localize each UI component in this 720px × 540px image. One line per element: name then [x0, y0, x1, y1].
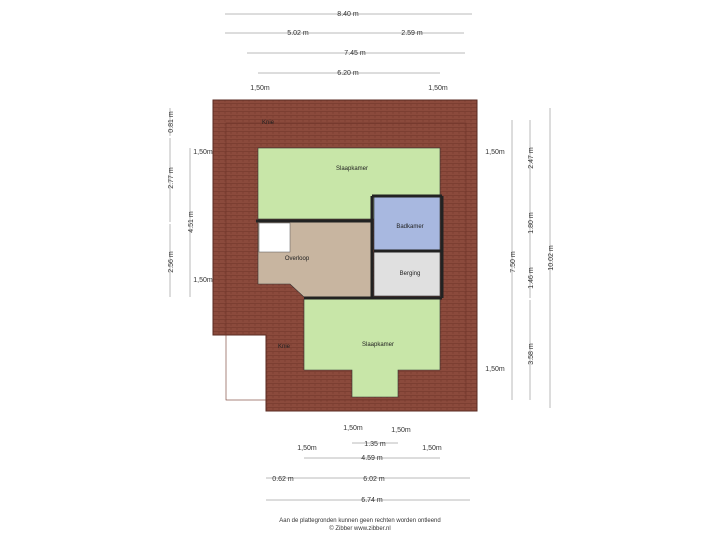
height-bottom-2: 1,50m: [391, 427, 411, 434]
dim-bottom-a: 1.35 m: [364, 441, 386, 448]
dim-bottom-c-right: 6.02 m: [363, 476, 385, 483]
roof-inner-band: [225, 122, 467, 401]
label-berging: Berging: [400, 271, 421, 277]
label-knie-bottom: Knie: [278, 344, 291, 350]
label-overloop: Overloop: [285, 256, 310, 262]
stairs: [258, 222, 291, 253]
dim-top-total: 8.40 m: [337, 11, 359, 18]
dim-right-1: 2.47 m: [528, 147, 535, 169]
dim-top-inner: 6.20 m: [337, 70, 359, 77]
dimension-lines-bottom: [266, 442, 470, 501]
room-berging: [373, 251, 441, 297]
dimension-lines-left: [169, 108, 191, 297]
dim-left-4: 2.56 m: [168, 251, 175, 273]
disclaimer-text: Aan de plattegronden kunnen geen rechten…: [279, 518, 441, 524]
dim-top-left: 5.02 m: [287, 30, 309, 37]
height-bottom-3: 1,50m: [297, 445, 317, 452]
dim-right-4: 1.46 m: [528, 267, 535, 289]
dim-right-6: 3.58 m: [528, 343, 535, 365]
dim-bottom-d: 6.74 m: [361, 497, 383, 504]
dim-right-3: 7.50 m: [510, 251, 517, 273]
height-left-1: 1,50m: [193, 149, 213, 156]
dim-bottom-b: 4.59 m: [361, 455, 383, 462]
height-top-left: 1,50m: [250, 85, 270, 92]
copyright-text: © Zibber www.zibber.nl: [329, 526, 391, 532]
dim-right-2: 1.80 m: [528, 212, 535, 234]
height-bottom-4: 1,50m: [422, 445, 442, 452]
room-badkamer: [373, 195, 441, 251]
label-knie-top: Knie: [262, 120, 275, 126]
room-slaapkamer-bottom: [303, 298, 441, 398]
height-bottom-1: 1,50m: [343, 425, 363, 432]
label-slaapkamer-top: Slaapkamer: [336, 166, 368, 172]
dim-top-right: 2.59 m: [401, 30, 423, 37]
label-slaapkamer-bottom: Slaapkamer: [362, 342, 394, 348]
height-right-1: 1,50m: [485, 149, 505, 156]
height-right-2: 1,50m: [485, 366, 505, 373]
dim-right-5: 10.02 m: [548, 245, 555, 270]
dim-top-mid: 7.45 m: [344, 50, 366, 57]
dim-left-3: 4.51 m: [188, 211, 195, 233]
dimension-lines-right: [511, 108, 551, 408]
dim-bottom-c-left: 0.62 m: [272, 476, 294, 483]
dim-left-2: 2.77 m: [168, 167, 175, 189]
dim-left-1: 0.81 m: [168, 111, 175, 133]
height-left-2: 1,50m: [193, 277, 213, 284]
label-badkamer: Badkamer: [396, 224, 423, 230]
walls: [256, 194, 444, 300]
height-top-right: 1,50m: [428, 85, 448, 92]
dimension-lines-top: [225, 13, 472, 74]
